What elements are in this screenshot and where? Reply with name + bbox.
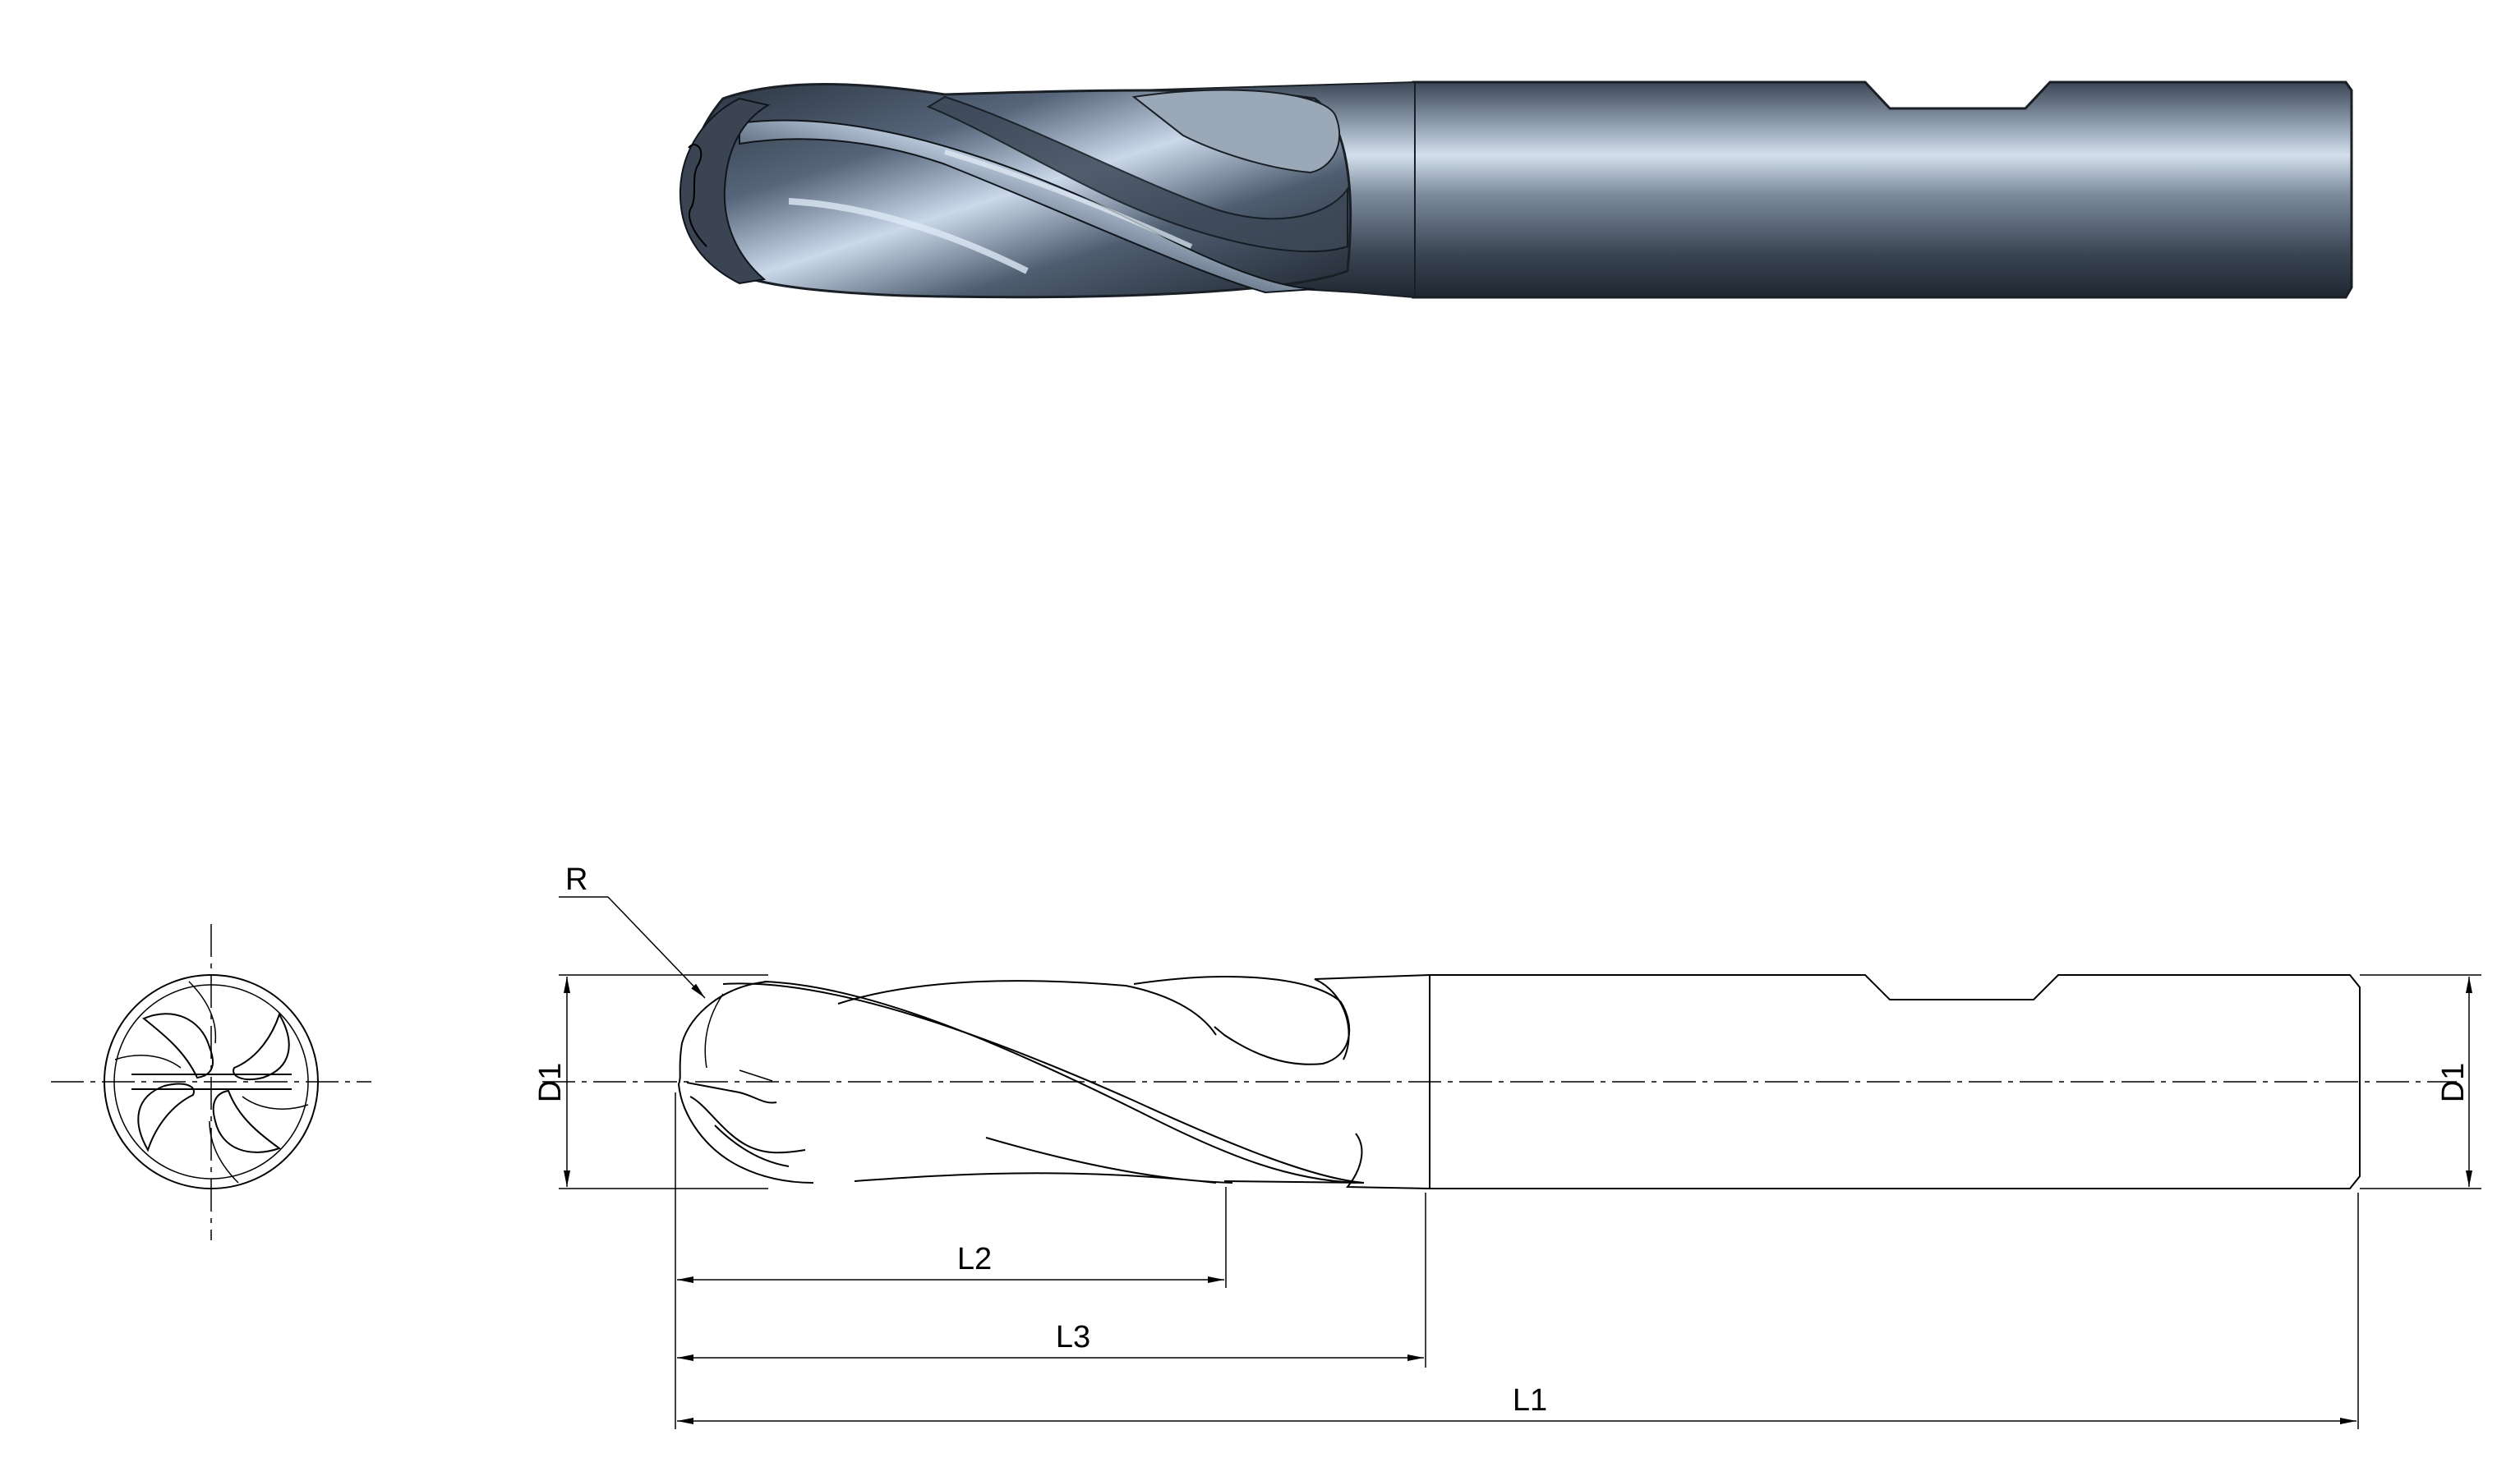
side-view: D1 D1 R L2 L3 L1	[533, 862, 2481, 1429]
side-helix-edge	[722, 982, 1365, 1184]
l3-label: L3	[1056, 1320, 1090, 1354]
rendered-helix-band	[739, 119, 1315, 294]
rendered-shank	[1412, 80, 2353, 299]
side-helix-edge	[837, 980, 1217, 1036]
end-view-gash	[114, 981, 309, 1184]
end-view-inner	[113, 984, 309, 1180]
d1-left-label: D1	[533, 1063, 568, 1103]
side-flute-lower	[854, 1137, 1233, 1184]
side-shank	[1429, 974, 2361, 1189]
end-view	[51, 924, 371, 1240]
rendered-highlight	[788, 198, 1029, 274]
radius-label: R	[565, 862, 587, 897]
rendered-ball-nose-edge	[688, 144, 707, 247]
rendered-gash	[1131, 89, 1341, 174]
rendered-ball-nose	[679, 97, 771, 285]
end-view-flute	[142, 1013, 214, 1079]
rendered-highlight	[944, 149, 1193, 249]
end-view-flute	[137, 1083, 195, 1152]
side-flute-outline	[1314, 974, 1430, 1189]
l2-label: L2	[957, 1242, 992, 1276]
end-view-outline	[104, 974, 319, 1189]
end-view-chisel	[131, 1074, 292, 1090]
side-gash	[1133, 976, 1351, 1065]
end-view-flute	[212, 1089, 282, 1153]
end-view-flute	[233, 1012, 290, 1081]
d1-right-label: D1	[2436, 1063, 2471, 1103]
rendered-tool-view	[679, 80, 2353, 299]
side-ball-nose-detail	[686, 1082, 806, 1167]
l1-label: L1	[1513, 1383, 1547, 1418]
side-ball-nose	[677, 981, 814, 1184]
radius-leader	[607, 896, 706, 999]
rendered-helix-band	[926, 95, 1348, 253]
side-ball-nose-detail	[704, 993, 773, 1082]
